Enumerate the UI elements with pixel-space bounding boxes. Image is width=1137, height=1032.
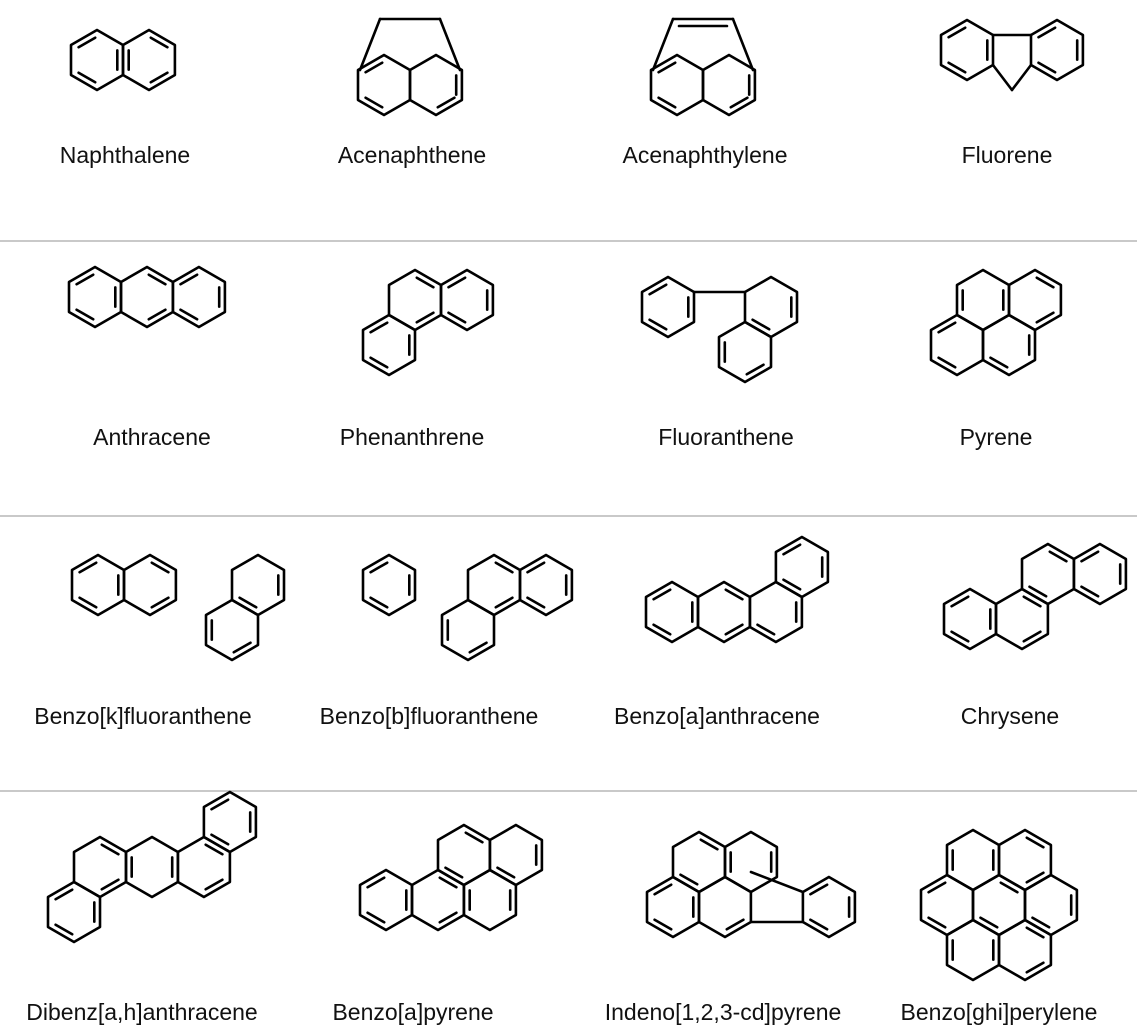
compound-row-4: Dibenz[a,h]anthracene Benzo[a]pyrene Ind… — [0, 790, 1137, 1032]
compound-name: Acenaphthylene — [622, 142, 788, 168]
fluorene-structure-icon — [939, 18, 1085, 92]
pyrene-structure-icon — [929, 268, 1063, 377]
row-divider — [0, 240, 1137, 242]
row-divider — [0, 790, 1137, 792]
compound-name: Pyrene — [959, 424, 1033, 450]
fluoranthene-structure-icon — [640, 275, 799, 384]
benzo-a-pyrene-structure-icon — [358, 823, 544, 932]
compound-row-2: Anthracene Phenanthrene Fluoranthene Pyr… — [0, 242, 1137, 514]
compound-name: Benzo[b]fluoranthene — [319, 703, 539, 729]
compound-name: Phenanthrene — [339, 424, 485, 450]
compound-name: Acenaphthene — [337, 142, 487, 168]
compound-name: Benzo[k]fluoranthene — [34, 703, 252, 729]
benzo-k-fluoranthene-structure-icon — [70, 553, 286, 662]
compound-name: Fluoranthene — [658, 424, 794, 450]
chrysene-structure-icon — [942, 542, 1128, 651]
dibenz-a-h-anthracene-structure-icon — [46, 790, 258, 944]
phenanthrene-structure-icon — [361, 268, 495, 377]
compound-name: Chrysene — [960, 703, 1060, 729]
compound-name: Fluorene — [961, 142, 1053, 168]
compound-name: Dibenz[a,h]anthracene — [26, 999, 258, 1025]
benzo-ghi-perylene-structure-icon — [919, 828, 1079, 982]
indeno-pyrene-structure-icon — [645, 830, 857, 939]
benzo-b-fluoranthene-structure-icon — [361, 553, 574, 662]
acenaphthylene-structure-icon — [649, 17, 757, 117]
compound-name: Naphthalene — [59, 142, 191, 168]
row-divider — [0, 515, 1137, 517]
compound-name: Benzo[ghi]perylene — [900, 999, 1098, 1025]
compound-row-3: Benzo[k]fluoranthene Benzo[b]fluoranthen… — [0, 517, 1137, 789]
naphthalene-structure-icon — [69, 28, 177, 92]
compound-row-1: Naphthalene Acenaphthene Acenaphthylene … — [0, 0, 1137, 240]
anthracene-structure-icon — [67, 265, 227, 329]
compound-name: Indeno[1,2,3-cd]pyrene — [604, 999, 842, 1025]
compound-name: Benzo[a]anthracene — [614, 703, 820, 729]
acenaphthene-structure-icon — [356, 17, 464, 117]
compound-name: Benzo[a]pyrene — [332, 999, 494, 1025]
benzo-a-anthracene-structure-icon — [644, 535, 830, 644]
compound-name: Anthracene — [93, 424, 211, 450]
